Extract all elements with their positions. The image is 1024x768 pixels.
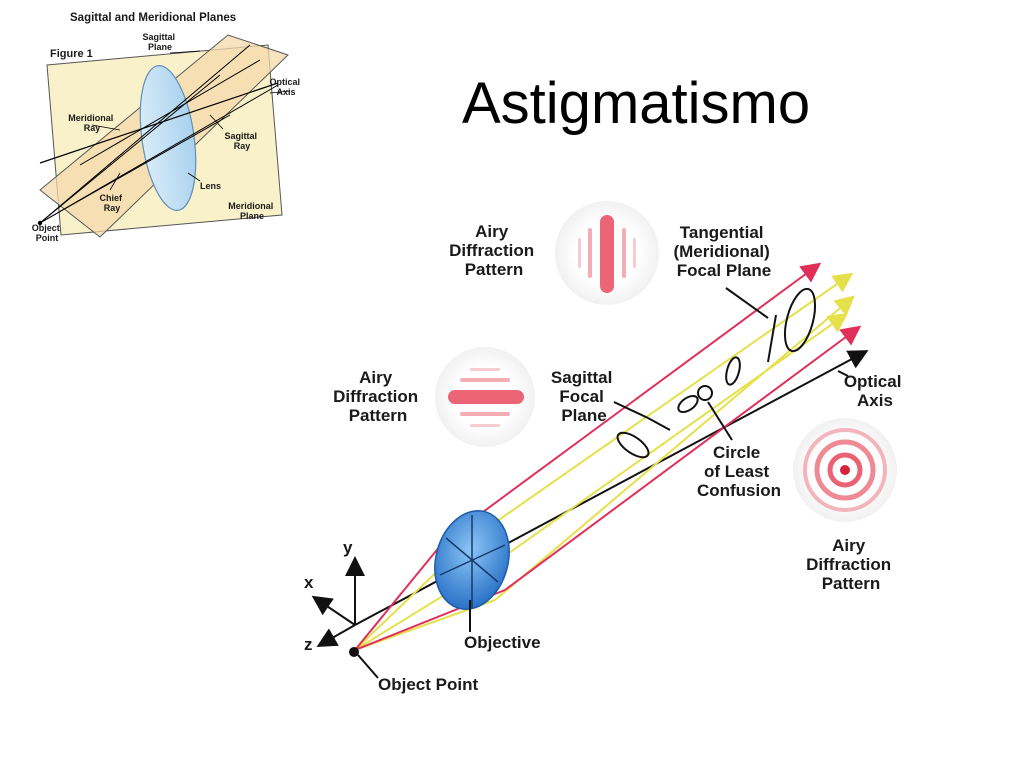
label-meridional-plane: Meridional Plane bbox=[228, 201, 276, 221]
z-axis-arrow bbox=[316, 624, 356, 647]
figure1-label: Figure 1 bbox=[50, 48, 93, 60]
label-meridional-ray: Meridional Ray bbox=[68, 113, 116, 133]
label-object-point: Object Point bbox=[32, 223, 63, 243]
figure1-diagram: Sagittal and Meridional Planes Figure 1 … bbox=[32, 12, 302, 243]
ray-line bbox=[39, 74, 221, 224]
label-lens: Lens bbox=[200, 181, 221, 191]
tangential-focal-plane-line bbox=[767, 314, 777, 363]
astigmatism-diagram: Airy Diffraction Pattern Tangential (Mer… bbox=[304, 201, 906, 694]
label-airy-right: Airy Diffraction Pattern bbox=[806, 536, 896, 593]
ray-line bbox=[39, 114, 231, 224]
ray-line bbox=[39, 44, 251, 224]
airy-pattern-right bbox=[793, 418, 897, 522]
label-circle-least-confusion: Circle of Least Confusion bbox=[697, 443, 781, 500]
label-objective: Objective bbox=[464, 633, 541, 652]
ray-line bbox=[79, 59, 261, 166]
label-chief-ray: Chief Ray bbox=[99, 193, 124, 213]
tangential-rays bbox=[354, 262, 862, 651]
label-optical-axis: Optical Axis bbox=[269, 77, 302, 97]
label-sagittal-plane: Sagittal Plane bbox=[142, 32, 177, 52]
sagittal-rays bbox=[354, 272, 856, 651]
label-tangential-focal-plane: Tangential (Meridional) Focal Plane bbox=[673, 223, 774, 280]
object-point-dot bbox=[349, 647, 359, 657]
leader-line bbox=[187, 172, 201, 182]
leader-line bbox=[91, 124, 121, 131]
optical-axis-line bbox=[354, 350, 869, 626]
leader-line bbox=[169, 50, 201, 54]
sagittal-focal-plane-line bbox=[647, 417, 671, 431]
label-axis-z: z bbox=[304, 635, 313, 654]
label-optical-axis: Optical Axis bbox=[844, 372, 906, 410]
label-object-point: Object Point bbox=[378, 675, 478, 694]
label-airy-left: Airy Diffraction Pattern bbox=[333, 368, 423, 425]
airy-pattern-top bbox=[555, 201, 659, 305]
leader-line bbox=[109, 172, 121, 191]
objective-lens-crosshair bbox=[439, 515, 506, 608]
slide-title: Astigmatismo bbox=[462, 71, 811, 136]
label-axis-x: x bbox=[304, 573, 314, 592]
figure1-heading: Sagittal and Meridional Planes bbox=[70, 12, 236, 24]
x-axis-arrow bbox=[311, 595, 356, 626]
leader-lines bbox=[357, 287, 849, 679]
leader-line bbox=[209, 114, 224, 130]
label-sagittal-ray: Sagittal Ray bbox=[224, 131, 259, 151]
airy-pattern-left bbox=[435, 347, 535, 447]
optical-axis-line bbox=[39, 82, 279, 164]
object-point-dot bbox=[37, 220, 43, 226]
label-sagittal-focal-plane: Sagittal Focal Plane bbox=[551, 368, 617, 425]
label-axis-y: y bbox=[343, 538, 353, 557]
focal-ellipses bbox=[616, 287, 817, 459]
leader-line bbox=[269, 90, 291, 94]
label-airy-top: Airy Diffraction Pattern bbox=[449, 222, 539, 279]
